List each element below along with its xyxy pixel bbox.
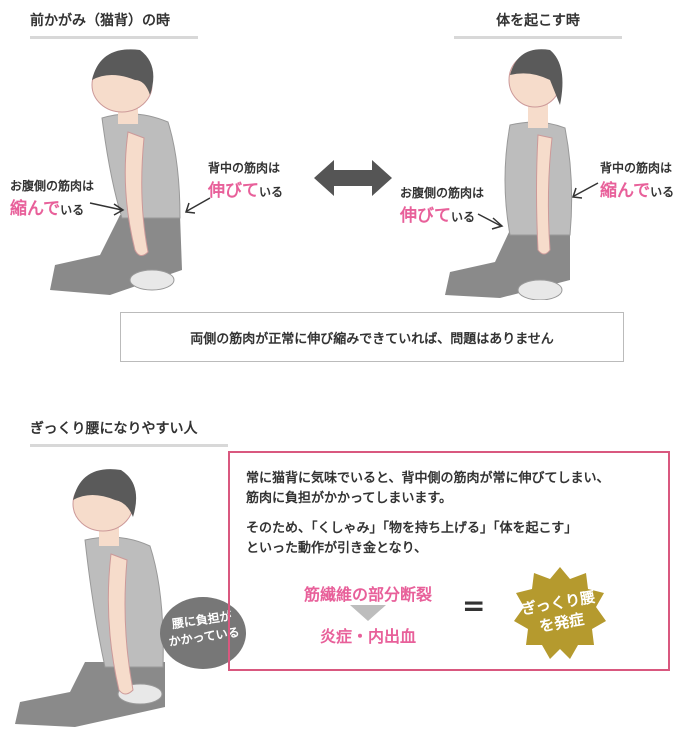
- left-back-state: 伸びて: [208, 181, 259, 201]
- left-heading-underline: [30, 36, 198, 39]
- right-abdomen-label: お腹側の筋肉は 伸びている: [400, 186, 484, 226]
- right-abdomen-arrow-icon: [477, 213, 504, 230]
- right-back-label: 背中の筋肉は 縮んでいる: [600, 161, 674, 201]
- right-heading: 体を起こす時: [496, 13, 580, 29]
- left-back-label: 背中の筋肉は 伸びている: [208, 161, 283, 201]
- cause-inflammation: 炎症・内出血: [319, 627, 416, 646]
- left-abdomen-tail: いる: [60, 203, 85, 217]
- left-abdomen-arrow-icon: [89, 202, 125, 216]
- bottom-heading: ぎっくり腰になりやすい人: [30, 421, 198, 437]
- slouched-figure-illustration: [50, 49, 182, 295]
- right-heading-block: 体を起こす時: [454, 10, 622, 39]
- result-badge-icon: [514, 567, 606, 659]
- summary-box: 両側の筋肉が正常に伸び縮みできていれば、問題はありません: [120, 312, 624, 362]
- left-heading: 前かがみ（猫背）の時: [30, 13, 170, 29]
- equals-sign: =: [462, 589, 486, 622]
- cause-partial-tear: 筋繊維の部分断裂: [304, 585, 433, 604]
- double-arrow-icon: [314, 160, 392, 196]
- burden-bubble: [160, 597, 246, 669]
- right-abdomen-tail: いる: [451, 210, 476, 224]
- upright-figure-illustration: [445, 49, 573, 300]
- right-back-state: 縮んで: [600, 181, 651, 201]
- para2-line1: そのため、「くしゃみ」「物を持ち上げる」「体を起こす」: [246, 521, 578, 536]
- right-back-line1: 背中の筋肉は: [600, 161, 673, 175]
- left-back-line1: 背中の筋肉は: [208, 161, 281, 175]
- bottom-heading-underline: [30, 444, 228, 447]
- right-back-arrow-icon: [571, 182, 599, 199]
- right-back-tail: いる: [650, 185, 675, 199]
- right-abdomen-line1: お腹側の筋肉は: [400, 186, 485, 200]
- left-back-arrow-icon: [184, 197, 211, 214]
- para2: そのため、「くしゃみ」「物を持ち上げる」「体を起こす」 といった動作が引き金とな…: [246, 519, 577, 559]
- risk-figure-illustration: [15, 469, 165, 727]
- summary-text: 両側の筋肉が正常に伸び縮みできていれば、問題はありません: [190, 331, 554, 347]
- para1: 常に猫背に気味でいると、背中側の筋肉が常に伸びてしまい、 筋肉に負担がかかってし…: [246, 469, 609, 509]
- right-heading-underline: [454, 36, 622, 39]
- para1-line1: 常に猫背に気味でいると、背中側の筋肉が常に伸びてしまい、: [246, 471, 610, 486]
- para2-line2: といった動作が引き金となり、: [246, 541, 428, 556]
- left-heading-block: 前かがみ（猫背）の時: [30, 10, 198, 39]
- right-abdomen-state: 伸びて: [400, 206, 451, 226]
- left-abdomen-state: 縮んで: [10, 199, 61, 219]
- para1-line2: 筋肉に負担がかかってしまいます。: [246, 491, 453, 506]
- left-abdomen-line1: お腹側の筋肉は: [10, 179, 95, 193]
- explanation-box: 常に猫背に気味でいると、背中側の筋肉が常に伸びてしまい、 筋肉に負担がかかってし…: [228, 451, 670, 671]
- bottom-heading-block: ぎっくり腰になりやすい人: [30, 418, 228, 447]
- down-triangle-icon: [350, 605, 386, 621]
- left-abdomen-label: お腹側の筋肉は 縮んでいる: [10, 179, 94, 219]
- left-back-tail: いる: [259, 185, 284, 199]
